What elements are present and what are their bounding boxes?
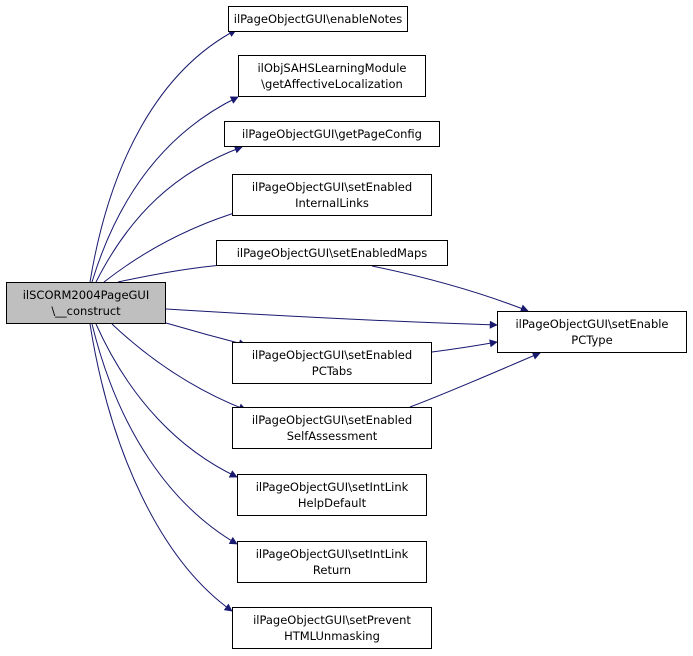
edge-set-enabled-self-assessment-to-set-enable-pc-type — [409, 352, 541, 408]
edge-root-to-enable-notes — [89, 29, 237, 283]
node-set-enable-pc-type-line2: PCType — [571, 333, 613, 347]
node-set-enabled-pc-tabs[interactable]: ilPageObjectGUI\setEnabled PCTabs — [232, 342, 432, 384]
node-set-prevent-html-unmasking-line1: ilPageObjectGUI\setPrevent — [253, 613, 411, 627]
node-set-prevent-html-unmasking-line2: HTMLUnmasking — [284, 629, 380, 643]
edge-root-to-get-affective — [91, 96, 239, 283]
node-get-affective-line2: \getAffectiveLocalization — [261, 77, 403, 91]
node-set-int-link-return-line1: ilPageObjectGUI\setIntLink — [255, 547, 409, 561]
edge-root-to-set-int-link-return — [91, 323, 238, 545]
node-set-enabled-internal-links-line1: ilPageObjectGUI\setEnabled — [251, 180, 413, 194]
edge-root-to-set-enable-pc-type — [165, 308, 498, 329]
node-set-enabled-self-assessment-line2: SelfAssessment — [286, 429, 378, 443]
node-set-enabled-self-assessment[interactable]: ilPageObjectGUI\setEnabled SelfAssessmen… — [232, 407, 432, 449]
node-set-int-link-help-default[interactable]: ilPageObjectGUI\setIntLink HelpDefault — [237, 474, 427, 516]
node-get-page-config[interactable]: ilPageObjectGUI\getPageConfig — [224, 121, 440, 147]
node-set-enabled-internal-links-line2: InternalLinks — [295, 196, 369, 210]
node-enable-notes[interactable]: ilPageObjectGUI\enableNotes — [228, 6, 408, 32]
node-root-line2: \__construct — [51, 304, 121, 318]
node-get-affective-localization[interactable]: ilObjSAHSLearningModule \getAffectiveLoc… — [238, 55, 426, 97]
node-set-enabled-maps[interactable]: ilPageObjectGUI\setEnabledMaps — [216, 240, 448, 266]
edge-root-to-get-page-config — [95, 145, 243, 283]
node-set-int-link-help-default-line1: ilPageObjectGUI\setIntLink — [255, 480, 409, 494]
node-set-enable-pc-type-line1: ilPageObjectGUI\setEnable — [515, 317, 669, 331]
edge-root-to-set-prevent-html-unmasking — [89, 323, 233, 612]
edge-set-enabled-maps-to-set-enable-pc-type — [371, 265, 529, 313]
node-set-enabled-self-assessment-line1: ilPageObjectGUI\setEnabled — [251, 413, 413, 427]
node-set-enabled-maps-line1: ilPageObjectGUI\setEnabledMaps — [236, 246, 428, 260]
node-set-int-link-return[interactable]: ilPageObjectGUI\setIntLink Return — [237, 541, 427, 583]
node-set-enabled-pc-tabs-line2: PCTabs — [311, 364, 353, 378]
node-get-page-config-line1: ilPageObjectGUI\getPageConfig — [242, 127, 422, 141]
edge-root-to-set-enabled-internal-links — [103, 208, 245, 283]
node-set-int-link-help-default-line2: HelpDefault — [297, 496, 367, 510]
edge-root-to-set-int-link-help-default — [95, 323, 238, 478]
node-set-enabled-pc-tabs-line1: ilPageObjectGUI\setEnabled — [251, 348, 413, 362]
node-root-line1: ilSCORM2004PageGUI — [22, 288, 150, 302]
edge-root-to-set-enabled-self-assessment — [111, 323, 247, 412]
node-get-affective-line1: ilObjSAHSLearningModule — [257, 61, 407, 75]
node-set-enable-pc-type[interactable]: ilPageObjectGUI\setEnable PCType — [497, 311, 687, 353]
node-set-enabled-internal-links[interactable]: ilPageObjectGUI\setEnabled InternalLinks — [232, 174, 432, 216]
node-enable-notes-line1: ilPageObjectGUI\enableNotes — [233, 12, 403, 26]
node-root[interactable]: ilSCORM2004PageGUI \__construct — [6, 282, 166, 324]
node-set-int-link-return-line2: Return — [312, 563, 352, 577]
node-set-prevent-html-unmasking[interactable]: ilPageObjectGUI\setPrevent HTMLUnmasking — [232, 607, 432, 649]
edge-set-enabled-pc-tabs-to-set-enable-pc-type — [431, 339, 498, 353]
